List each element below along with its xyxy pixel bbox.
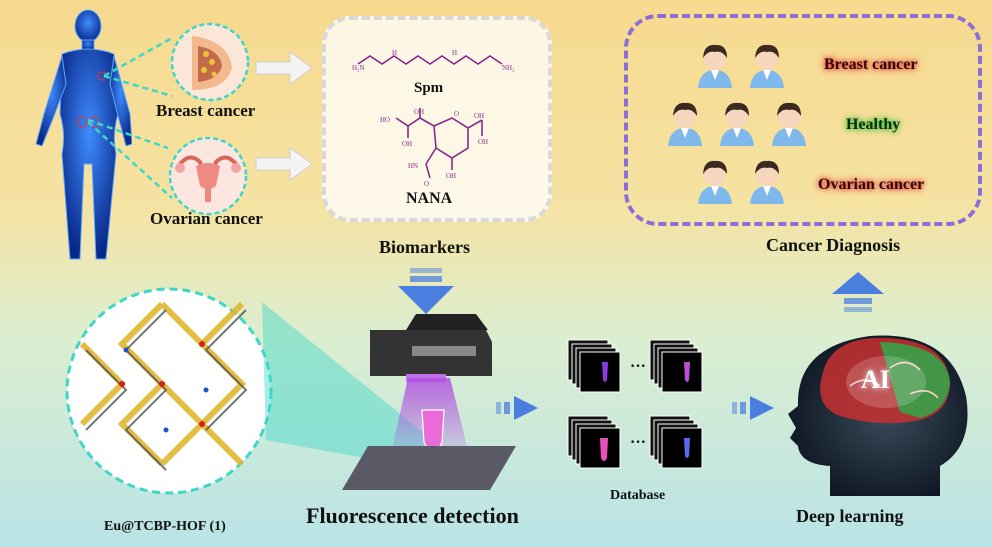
deep-learning-title: Deep learning: [796, 506, 904, 526]
fluorescence-title: Fluorescence detection: [306, 503, 519, 528]
ai-brain-head: [788, 335, 968, 496]
patient-icon: [720, 102, 754, 146]
arrow-right-icon: [732, 396, 774, 420]
svg-text:NH₂: NH₂: [502, 64, 515, 72]
svg-text:H: H: [452, 49, 457, 57]
svg-text:H₂N: H₂N: [352, 64, 365, 72]
arrow-right-icon: [255, 51, 313, 85]
arrow-up-icon: [832, 272, 884, 312]
svg-text:H: H: [392, 49, 397, 57]
human-body-figure: [35, 9, 132, 260]
nana-label: NANA: [406, 190, 453, 207]
svg-text:OH: OH: [478, 138, 488, 146]
svg-text:OH: OH: [446, 172, 456, 180]
patient-icon: [698, 160, 732, 204]
arrow-right-icon: [496, 396, 538, 420]
cancer-diagnosis-box: [624, 14, 982, 226]
ai-label: AI: [861, 365, 890, 394]
hof-label: Eu@TCBP-HOF (1): [104, 519, 226, 534]
svg-text:O: O: [424, 180, 429, 186]
svg-text:HN: HN: [408, 162, 418, 170]
nana-structure: OH HO OH O OH OH HN OH O: [380, 108, 488, 186]
spm-structure: H₂N H H NH₂: [352, 49, 515, 72]
database-dots: ···: [630, 434, 647, 451]
biomarkers-box: [322, 16, 552, 222]
database-label: Database: [610, 488, 666, 503]
hof-framework-structure: [65, 287, 273, 495]
group-healthy-label: Healthy: [846, 116, 901, 133]
svg-text:OH: OH: [414, 108, 424, 116]
breast-tissue-icon: [170, 22, 250, 102]
patient-icon: [772, 102, 806, 146]
svg-text:HO: HO: [380, 116, 390, 124]
database-dots: ···: [630, 358, 647, 375]
arrow-right-icon: [255, 147, 313, 181]
biomarkers-title: Biomarkers: [379, 237, 470, 257]
patient-icon: [750, 160, 784, 204]
patient-icon: [668, 102, 702, 146]
image-database: [567, 339, 703, 469]
svg-text:OH: OH: [474, 112, 484, 120]
uterus-icon: [168, 136, 248, 216]
sample-platform: [342, 446, 516, 490]
cancer-diagnosis-title: Cancer Diagnosis: [766, 235, 901, 255]
group-ovarian-label: Ovarian cancer: [818, 176, 925, 193]
patient-icon: [750, 44, 784, 88]
group-breast-label: Breast cancer: [824, 56, 918, 73]
arrow-down-icon: [398, 268, 454, 314]
breast-cancer-label: Breast cancer: [156, 101, 256, 120]
ovary-marker: [76, 116, 88, 128]
ovarian-cancer-label: Ovarian cancer: [150, 209, 263, 228]
spm-label: Spm: [414, 80, 444, 96]
uv-lamp-device: [370, 314, 492, 382]
patient-icon: [698, 44, 732, 88]
svg-text:OH: OH: [402, 140, 412, 148]
svg-text:O: O: [454, 110, 459, 118]
